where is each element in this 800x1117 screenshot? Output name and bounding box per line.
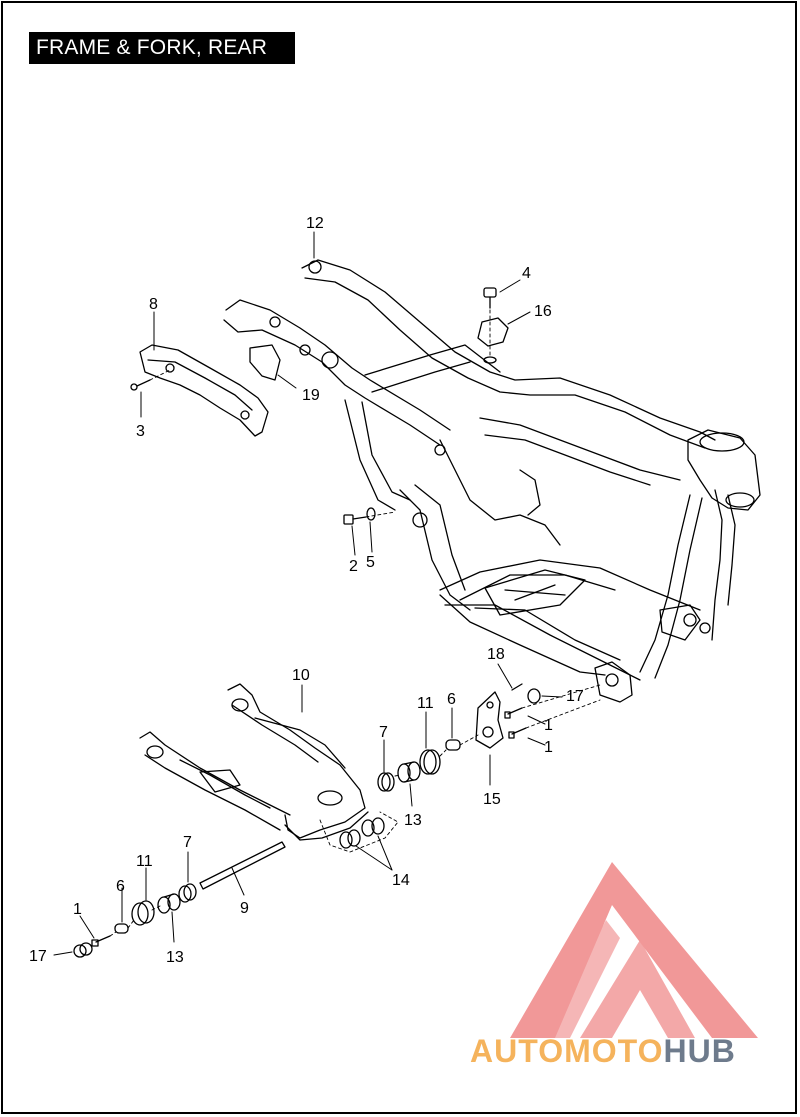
bearing-7-right: [377, 772, 395, 792]
callout-labels: 12 4 16 8 19 3 2 5 10 18 17 11 6 7 1 1 1…: [29, 215, 584, 966]
bolts-1-right: [504, 707, 527, 739]
callout-7-right: 7: [379, 724, 388, 741]
callout-6-left: 6: [116, 878, 125, 895]
pivot-shaft-9: [199, 841, 286, 890]
callout-3: 3: [136, 423, 145, 440]
watermark-brand-part1: AUTOMOTO: [470, 1033, 664, 1069]
callout-7-left: 7: [183, 834, 192, 851]
bearing-7-left: [178, 883, 197, 903]
callout-17-right: 17: [566, 688, 584, 705]
callout-15: 15: [483, 791, 501, 808]
washer-5: [366, 507, 376, 521]
callout-13-left: 13: [166, 949, 184, 966]
bolt-2: [343, 514, 367, 525]
callout-1-lower: 1: [544, 739, 553, 756]
cap-17-left: [73, 942, 93, 958]
callout-11-right: 11: [417, 695, 434, 712]
watermark-brand-part2: HUB: [663, 1033, 736, 1069]
watermark-brand: AUTOMOTOHUB: [470, 1033, 736, 1070]
page-title: FRAME & FORK, REAR: [29, 32, 295, 64]
swingarm: [139, 683, 369, 841]
bushings-14: [339, 817, 385, 849]
callout-1-upper: 1: [544, 717, 553, 734]
callout-12: 12: [306, 215, 324, 232]
callout-16: 16: [534, 303, 552, 320]
frame-label-plate: [249, 344, 281, 381]
frame-cover-left: [139, 344, 269, 437]
bushing-6-left: [114, 923, 129, 934]
callout-6-right: 6: [447, 691, 456, 708]
nut-11-right: [419, 749, 441, 775]
pin-18: [511, 683, 523, 691]
alignment-guides: [109, 309, 601, 937]
spacer-13-left: [157, 893, 181, 914]
callout-1-left: 1: [73, 901, 82, 918]
callout-4: 4: [522, 265, 531, 282]
callout-11-left: 11: [136, 853, 153, 870]
callout-13-right: 13: [404, 812, 422, 829]
nut-11-left: [131, 900, 155, 926]
callout-18: 18: [487, 646, 505, 663]
screw-4: [483, 287, 497, 309]
callout-2: 2: [349, 558, 358, 575]
callout-17-left: 17: [29, 948, 47, 965]
bolt-1-left: [91, 935, 111, 947]
mount-plate-15: [475, 691, 504, 749]
callout-5: 5: [366, 554, 375, 571]
callout-8: 8: [149, 296, 158, 313]
cap-17-right: [527, 688, 541, 704]
callout-10: 10: [292, 667, 310, 684]
mount-bracket: [477, 317, 509, 364]
callout-14: 14: [392, 872, 410, 889]
main-frame: [223, 259, 761, 703]
spacer-13-right: [397, 761, 421, 783]
leader-lines: [53, 231, 563, 956]
screw-3: [130, 379, 151, 391]
callout-19: 19: [302, 387, 320, 404]
callout-9: 9: [240, 900, 249, 917]
